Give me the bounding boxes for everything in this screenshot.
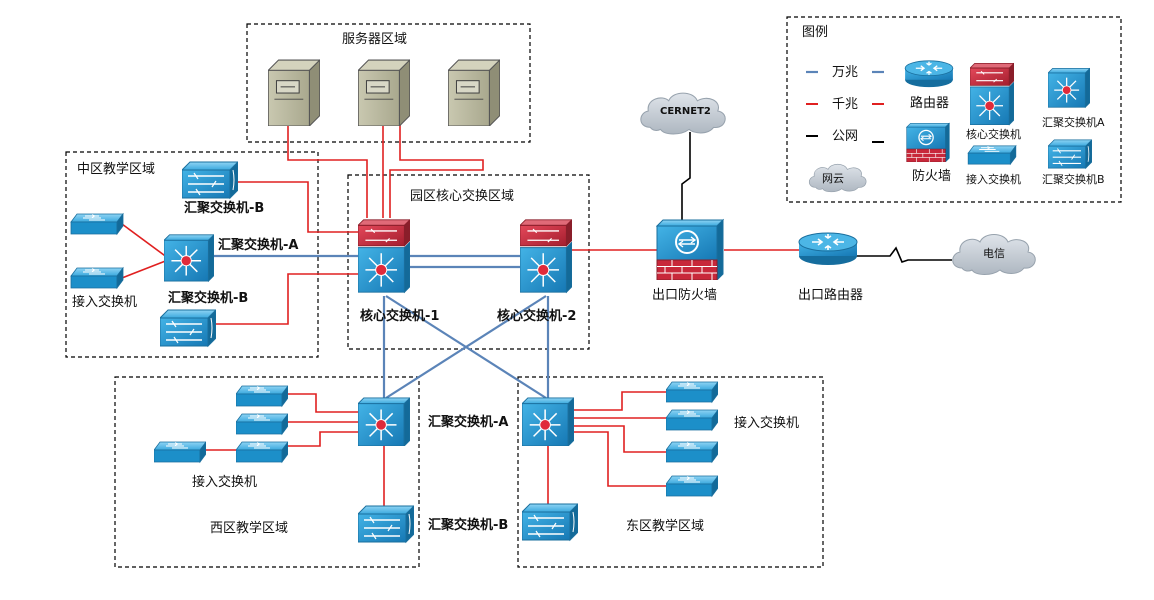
center-agg-b-icon <box>160 309 216 347</box>
east-access-switch-4 <box>666 475 718 497</box>
legend-access-icon <box>967 145 1017 165</box>
west-access-label: 接入交换机 <box>192 475 258 490</box>
server-1 <box>268 59 320 126</box>
zone-west-border <box>114 376 420 568</box>
core-switch-1-icon <box>358 219 410 293</box>
zone-east-border <box>517 376 824 568</box>
legend-access-label: 接入交换机 <box>966 173 1021 186</box>
legend-line-1g-label: 千兆 <box>832 97 859 112</box>
legend-lines <box>806 70 884 143</box>
legend-agg-a-icon <box>1048 67 1090 108</box>
legend-core-icon <box>970 62 1014 126</box>
zone-center-label: 中区教学区域 <box>77 162 156 177</box>
links-public <box>681 132 952 263</box>
links-10g <box>212 254 550 399</box>
legend-agg-a-label: 汇聚交换机A <box>1042 116 1105 129</box>
core1-label: 核心交换机-1 <box>360 309 440 324</box>
east-access-switch-2 <box>666 409 718 431</box>
center-agg-b-label: 汇聚交换机-B <box>168 291 249 306</box>
zone-west-label: 西区教学区域 <box>210 521 289 536</box>
firewall-label: 出口防火墙 <box>652 288 718 303</box>
legend-core-label: 核心交换机 <box>966 128 1021 141</box>
zone-server-label: 服务器区域 <box>342 32 408 47</box>
center-agg-b-top-label: 汇聚交换机-B <box>184 201 265 216</box>
legend-router-label: 路由器 <box>910 96 950 111</box>
center-access-label: 接入交换机 <box>72 295 138 310</box>
legend-cloud-label: 网云 <box>822 172 844 185</box>
mid-agg-a-label: 汇聚交换机-A <box>428 415 509 430</box>
zone-server-border <box>246 23 531 143</box>
east-access-switch-1 <box>666 381 718 403</box>
cernet-label: CERNET2 <box>660 106 711 117</box>
west-access-switch-2 <box>236 413 288 435</box>
west-agg-a-icon <box>358 397 410 446</box>
east-access-label: 接入交换机 <box>734 416 800 431</box>
legend-router-icon <box>904 60 954 88</box>
east-agg-a-icon <box>522 397 574 446</box>
links-1g <box>121 124 800 506</box>
legend-title: 图例 <box>802 25 829 40</box>
exit-firewall-icon <box>656 218 724 280</box>
server-3 <box>448 59 500 126</box>
center-agg-a-icon <box>164 234 214 282</box>
legend-firewall-label: 防火墙 <box>912 169 952 184</box>
legend-line-public-label: 公网 <box>832 129 859 144</box>
legend-agg-b-icon <box>1048 139 1092 169</box>
legend-border <box>786 16 1122 203</box>
zone-center-border <box>65 151 319 358</box>
legend-agg-b-label: 汇聚交换机B <box>1042 173 1105 186</box>
center-access-switch-2 <box>70 267 124 289</box>
center-agg-b-top-icon <box>182 161 238 199</box>
zone-core-label: 园区核心交换区域 <box>410 189 515 204</box>
east-agg-b-icon <box>522 503 578 541</box>
west-access-switch-3 <box>236 441 288 463</box>
core-switch-2-icon <box>520 219 572 293</box>
exit-router-icon <box>798 232 858 266</box>
legend-firewall-icon <box>906 122 950 162</box>
legend-line-10g-label: 万兆 <box>832 65 859 80</box>
west-agg-b-icon <box>358 505 414 543</box>
west-access-switch-1 <box>236 385 288 407</box>
west-access-switch-4 <box>154 441 206 463</box>
zone-east-label: 东区教学区域 <box>626 519 705 534</box>
router-label: 出口路由器 <box>798 288 864 303</box>
core2-label: 核心交换机-2 <box>497 309 577 324</box>
server-2 <box>358 59 410 126</box>
mid-agg-b-label: 汇聚交换机-B <box>428 518 509 533</box>
telecom-label: 电信 <box>983 247 1005 260</box>
center-access-switch-1 <box>70 213 124 235</box>
center-agg-a-label: 汇聚交换机-A <box>218 238 299 253</box>
east-access-switch-3 <box>666 441 718 463</box>
